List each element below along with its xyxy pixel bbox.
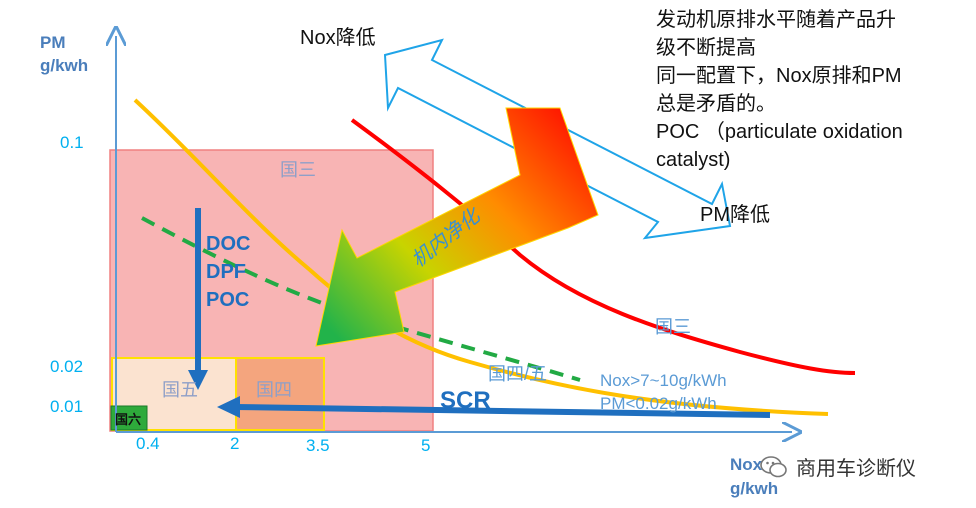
x-tick-2: 2 (230, 434, 239, 453)
aftertreat-dpf: DPF (206, 261, 246, 283)
note-line-1: 发动机原排水平随着产品升 (656, 9, 896, 31)
note-line-4: 总是矛盾的。 (656, 93, 776, 115)
note-line-6: catalyst) (656, 149, 731, 171)
x-tick-5: 5 (421, 436, 430, 455)
scr-label: SCR (440, 387, 491, 414)
y-tick-0.01: 0.01 (50, 397, 83, 416)
guo4-region (235, 357, 325, 431)
note-line-5: POC （particulate oxidation (656, 121, 903, 143)
x-unit-gkwh: g/kwh (730, 479, 778, 498)
guo3-region-label: 国三 (280, 160, 316, 180)
pm-down-label: PM降低 (700, 203, 770, 226)
scr-arrowhead (217, 396, 240, 418)
x-unit-nox: Nox (730, 455, 763, 474)
guo3-curve (350, 118, 856, 375)
explanation-note: 发动机原排水平随着产品升 级不断提高 同一配置下，Nox原排和PM 总是矛盾的。… (656, 6, 972, 174)
scr-arrow (234, 404, 771, 418)
wechat-icon (760, 455, 787, 477)
aftertreatment-arrowhead (188, 370, 208, 390)
in-engine-purification-arrow (315, 107, 599, 347)
watermark: 商用车诊断仪 (760, 452, 916, 481)
nox-down-label: Nox降低 (300, 26, 376, 49)
guo4-region-label: 国四 (256, 380, 292, 400)
aftertreat-doc: DOC (206, 233, 250, 255)
y-unit-gkwh: g/kwh (40, 56, 88, 75)
note-line-3: 同一配置下，Nox原排和PM (656, 65, 902, 87)
pm-raw-label: PM<0.02g/kWh (600, 394, 717, 413)
watermark-text: 商用车诊断仪 (796, 458, 916, 480)
note-line-2: 级不断提高 (656, 37, 756, 59)
guo5-region-label: 国五 (162, 380, 198, 400)
nox-raw-label: Nox>7~10g/kWh (600, 371, 727, 390)
y-unit-pm: PM (40, 33, 66, 52)
x-tick-3.5: 3.5 (306, 436, 330, 455)
guo45-curve-label: 国四/五 (488, 364, 547, 384)
guo3-curve-label: 国三 (655, 317, 691, 337)
x-tick-0.4: 0.4 (136, 434, 160, 453)
aftertreat-poc: POC (206, 289, 249, 311)
y-tick-0.02: 0.02 (50, 357, 83, 376)
guo6-region-label: 国六 (115, 412, 141, 427)
y-tick-0.1: 0.1 (60, 133, 84, 152)
yellow-curve (133, 98, 829, 416)
